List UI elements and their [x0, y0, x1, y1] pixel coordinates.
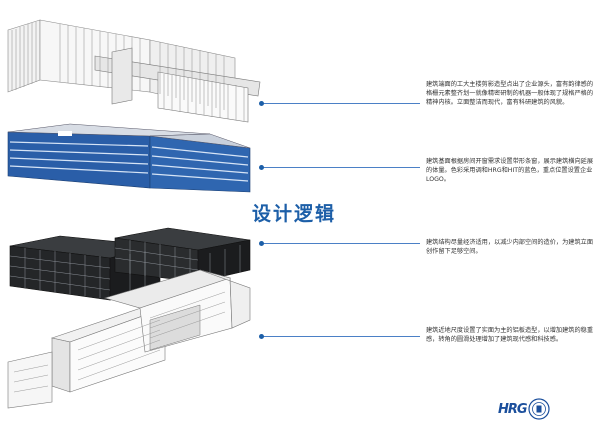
- connector-dot-4: [259, 334, 264, 339]
- university-seal-icon: [528, 398, 550, 420]
- connector-dot-3: [259, 241, 264, 246]
- note-facade-base: 建筑基面根据房间开窗需求设置带形条窗，展示建筑横向延展的体量。色彩采用调和HRG…: [426, 158, 594, 184]
- page-title: 设计逻辑: [252, 203, 337, 225]
- note-podium: 建筑近地尺度设置了实面为主的铝板造型，以增加建筑的稳重感，转角的圆滑处理增加了建…: [426, 327, 594, 344]
- hrg-logo: HRG: [498, 402, 528, 417]
- connector-dot-1: [259, 101, 264, 106]
- connector-line-4: [262, 336, 420, 337]
- connector-dot-2: [259, 165, 264, 170]
- connector-line-3: [262, 243, 420, 244]
- connector-line-1: [262, 103, 420, 104]
- connector-line-2: [262, 167, 420, 168]
- note-structure: 建筑结构尽量经济适用，以减少内部空间的造价，为建筑立面创作留下足够空间。: [426, 239, 594, 256]
- note-facade-end: 建筑端面的工大主楼剪影造型点出了企业源头，富有韵律感的格栅元素整齐划一就像精密研…: [426, 81, 594, 107]
